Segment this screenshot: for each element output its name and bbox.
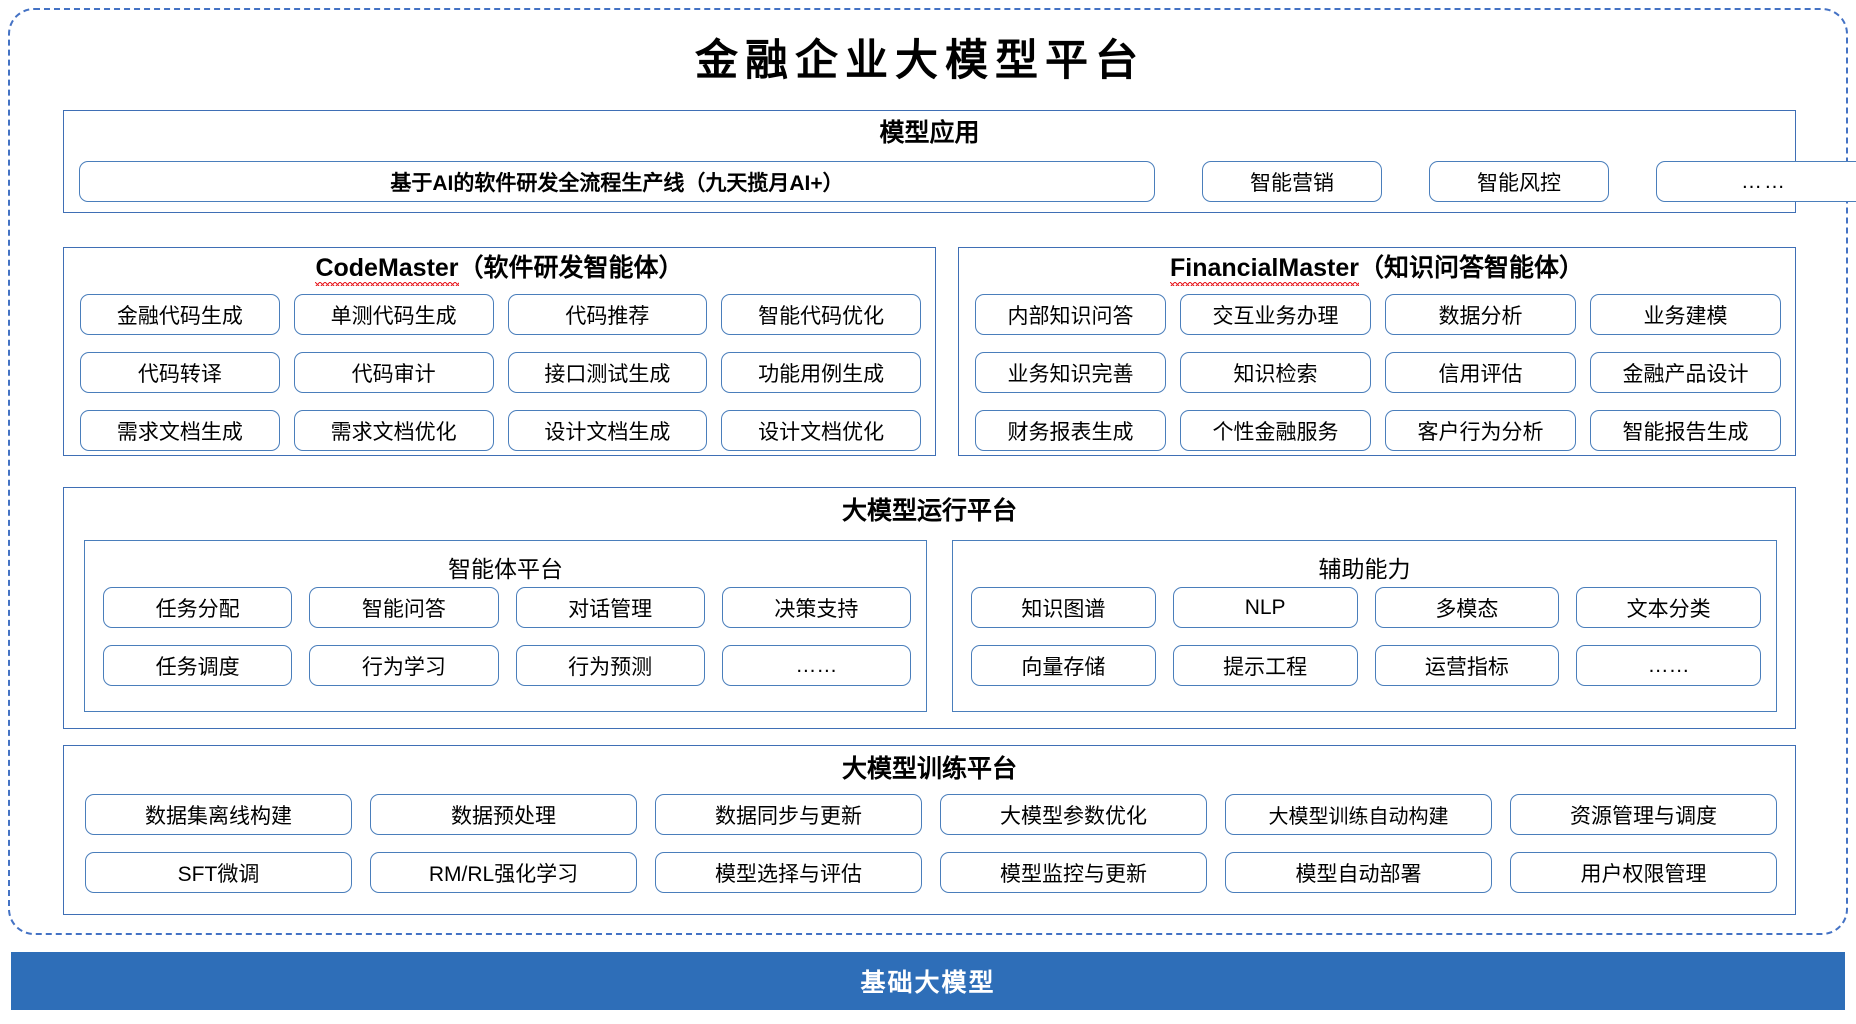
subsection-title-agent-platform: 智能体平台 xyxy=(448,556,563,582)
chip-code-9[interactable]: 需求文档优化 xyxy=(293,410,494,451)
chip-fin-11[interactable]: 智能报告生成 xyxy=(1590,410,1781,451)
chip-train-0[interactable]: 数据集离线构建 xyxy=(85,794,352,835)
chip-train-2[interactable]: 数据同步与更新 xyxy=(655,794,922,835)
chip-ellipsis-model-application[interactable]: …… xyxy=(1656,161,1856,202)
chip-code-0[interactable]: 金融代码生成 xyxy=(80,294,280,335)
chip-aux-5[interactable]: 提示工程 xyxy=(1172,645,1358,686)
chip-fin-7[interactable]: 金融产品设计 xyxy=(1590,352,1781,393)
section-title-model-application: 模型应用 xyxy=(879,119,980,147)
section-title-run-platform: 大模型运行平台 xyxy=(841,497,1017,525)
code-master-grid: 金融代码生成 单测代码生成 代码推荐 智能代码优化 代码转译 代码审计 接口测试… xyxy=(80,294,921,451)
subsection-agent-platform: 智能体平台 任务分配 智能问答 对话管理 决策支持 任务调度 行为学习 行为预测… xyxy=(84,540,927,712)
chip-code-6[interactable]: 接口测试生成 xyxy=(507,352,708,393)
financial-master-subtitle: （知识问答智能体） xyxy=(1358,254,1584,282)
chip-train-10[interactable]: 模型自动部署 xyxy=(1225,852,1492,893)
chip-aux-1[interactable]: NLP xyxy=(1172,587,1358,628)
section-code-master: CodeMaster（软件研发智能体） 金融代码生成 单测代码生成 代码推荐 智… xyxy=(63,247,936,456)
chip-fin-4[interactable]: 业务知识完善 xyxy=(975,352,1166,393)
aux-capability-grid: 知识图谱 NLP 多模态 文本分类 向量存储 提示工程 运营指标 …… xyxy=(971,587,1761,686)
chip-train-4[interactable]: 大模型训练自动构建 xyxy=(1225,794,1492,835)
chip-code-5[interactable]: 代码审计 xyxy=(293,352,494,393)
chip-code-3[interactable]: 智能代码优化 xyxy=(721,294,921,335)
section-financial-master: FinancialMaster（知识问答智能体） 内部知识问答 交互业务办理 数… xyxy=(958,247,1796,456)
chip-agent-3[interactable]: 决策支持 xyxy=(721,587,911,628)
chip-code-10[interactable]: 设计文档生成 xyxy=(507,410,708,451)
chip-fin-6[interactable]: 信用评估 xyxy=(1385,352,1576,393)
chip-train-9[interactable]: 模型监控与更新 xyxy=(940,852,1207,893)
section-model-application: 模型应用 基于AI的软件研发全流程生产线（九天揽月AI+） 智能营销 智能风控 … xyxy=(63,110,1856,213)
chip-smart-marketing[interactable]: 智能营销 xyxy=(1202,161,1382,202)
chip-agent-5[interactable]: 行为学习 xyxy=(309,645,499,686)
chip-fin-1[interactable]: 交互业务办理 xyxy=(1180,294,1371,335)
chip-code-7[interactable]: 功能用例生成 xyxy=(721,352,921,393)
chip-aux-3[interactable]: 文本分类 xyxy=(1576,587,1761,628)
footer-label: 基础大模型 xyxy=(860,969,996,997)
chip-train-8[interactable]: 模型选择与评估 xyxy=(655,852,922,893)
chip-smart-risk-control[interactable]: 智能风控 xyxy=(1429,161,1609,202)
chip-fin-8[interactable]: 财务报表生成 xyxy=(975,410,1166,451)
chip-train-3[interactable]: 大模型参数优化 xyxy=(940,794,1207,835)
chip-train-5[interactable]: 资源管理与调度 xyxy=(1510,794,1777,835)
section-title-train-platform: 大模型训练平台 xyxy=(841,755,1017,783)
chip-train-1[interactable]: 数据预处理 xyxy=(370,794,637,835)
chip-agent-6[interactable]: 行为预测 xyxy=(515,645,705,686)
chip-train-11[interactable]: 用户权限管理 xyxy=(1510,852,1777,893)
chip-fin-10[interactable]: 客户行为分析 xyxy=(1385,410,1576,451)
chip-aux-ellipsis[interactable]: …… xyxy=(1576,645,1761,686)
section-title-financial-master: FinancialMaster（知识问答智能体） xyxy=(959,254,1795,286)
financial-master-grid: 内部知识问答 交互业务办理 数据分析 业务建模 业务知识完善 知识检索 信用评估… xyxy=(975,294,1781,451)
subsection-aux-capability: 辅助能力 知识图谱 NLP 多模态 文本分类 向量存储 提示工程 运营指标 …… xyxy=(952,540,1777,712)
chip-train-7[interactable]: RM/RL强化学习 xyxy=(370,852,637,893)
section-train-platform: 大模型训练平台 数据集离线构建 数据预处理 数据同步与更新 大模型参数优化 大模… xyxy=(63,745,1796,915)
chip-code-1[interactable]: 单测代码生成 xyxy=(293,294,494,335)
chip-code-8[interactable]: 需求文档生成 xyxy=(80,410,280,451)
chip-code-4[interactable]: 代码转译 xyxy=(80,352,280,393)
footer-foundation-model-bar: 基础大模型 xyxy=(11,952,1845,1010)
chip-agent-0[interactable]: 任务分配 xyxy=(103,587,293,628)
chip-aux-0[interactable]: 知识图谱 xyxy=(971,587,1156,628)
chip-ai-software-pipeline[interactable]: 基于AI的软件研发全流程生产线（九天揽月AI+） xyxy=(79,161,1155,202)
train-platform-grid: 数据集离线构建 数据预处理 数据同步与更新 大模型参数优化 大模型训练自动构建 … xyxy=(85,794,1777,893)
code-master-name: CodeMaster xyxy=(315,254,459,286)
chip-agent-ellipsis[interactable]: …… xyxy=(721,645,911,686)
subsection-title-aux-capability: 辅助能力 xyxy=(1318,556,1411,582)
chip-fin-5[interactable]: 知识检索 xyxy=(1180,352,1371,393)
chip-aux-6[interactable]: 运营指标 xyxy=(1374,645,1560,686)
chip-aux-4[interactable]: 向量存储 xyxy=(971,645,1156,686)
chip-agent-1[interactable]: 智能问答 xyxy=(309,587,499,628)
chip-fin-0[interactable]: 内部知识问答 xyxy=(975,294,1166,335)
chip-fin-9[interactable]: 个性金融服务 xyxy=(1180,410,1371,451)
section-title-code-master: CodeMaster（软件研发智能体） xyxy=(64,254,935,286)
chip-aux-2[interactable]: 多模态 xyxy=(1374,587,1560,628)
code-master-subtitle: （软件研发智能体） xyxy=(458,254,684,282)
chip-fin-3[interactable]: 业务建模 xyxy=(1590,294,1781,335)
section-run-platform: 大模型运行平台 智能体平台 任务分配 智能问答 对话管理 决策支持 任务调度 行… xyxy=(63,487,1796,729)
page-title: 金融企业大模型平台 xyxy=(695,36,1145,86)
chip-agent-4[interactable]: 任务调度 xyxy=(103,645,293,686)
agent-platform-grid: 任务分配 智能问答 对话管理 决策支持 任务调度 行为学习 行为预测 …… xyxy=(103,587,911,686)
chip-code-2[interactable]: 代码推荐 xyxy=(507,294,708,335)
chip-fin-2[interactable]: 数据分析 xyxy=(1385,294,1576,335)
chip-agent-2[interactable]: 对话管理 xyxy=(515,587,705,628)
model-application-chip-row: 基于AI的软件研发全流程生产线（九天揽月AI+） 智能营销 智能风控 …… xyxy=(79,161,1856,202)
financial-master-name: FinancialMaster xyxy=(1170,254,1359,286)
chip-train-6[interactable]: SFT微调 xyxy=(85,852,352,893)
chip-code-11[interactable]: 设计文档优化 xyxy=(721,410,921,451)
